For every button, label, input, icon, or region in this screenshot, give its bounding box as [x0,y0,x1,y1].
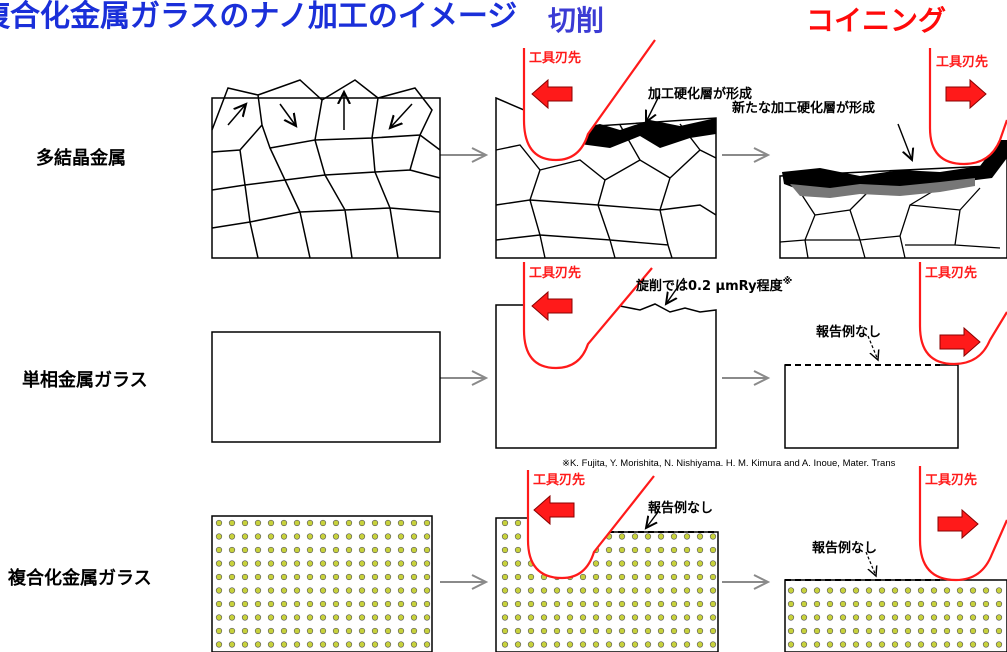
new-hardened-layer-pointer [897,123,912,160]
hardened-layer-label: 加工硬化層が形成 [647,86,752,102]
page-title: 複合化金属ガラスのナノ加工のイメージ [0,0,517,34]
no-report-pointer [646,511,659,528]
tool-tip-label: 工具刃先 [529,265,581,281]
no-report-label: 報告例なし [816,324,881,340]
composite-coining-panel [784,466,1007,652]
polycrystal-cutting-panel [495,39,717,259]
direction-arrow-right [939,326,981,358]
roughness-label: 旋削では0.2 μmRy程度※ [635,275,792,294]
no-report-pointer [867,335,878,360]
tool-tip [928,48,1007,166]
tool-tip-label: 工具刃先 [529,50,581,66]
direction-arrow-left [533,494,575,526]
progression-arrows [440,147,771,590]
tool-tip [522,262,653,370]
new-hardened-layer [782,140,1007,192]
polycrystal-coining-panel [779,48,1007,259]
progress-arrow [440,574,489,590]
progress-arrow [722,147,771,163]
column-coining-heading: コイニング [806,4,946,37]
tool-tip-label: 工具刃先 [533,472,585,488]
grain-boundaries [779,187,1001,259]
composite-cutting-panel [495,470,719,652]
progress-arrow [722,574,771,590]
hardened-layer-pointer [646,93,661,122]
grain-boundaries [211,79,441,259]
tool-tip-label: 工具刃先 [925,472,977,488]
direction-arrow-right [937,508,979,540]
tool-tip [522,39,656,162]
grain-boundaries [495,123,717,259]
polycrystal-initial-panel [211,79,441,259]
direction-arrow-right [945,78,987,110]
single-phase-coining-panel [784,262,1007,449]
single-phase-cutting-panel [495,262,717,449]
reference-footnote: ※K. Fujita, Y. Morishita, N. Nishiyama. … [562,458,896,469]
no-report-pointer [865,551,876,576]
annotations: 工具刃先 工具刃先 工具刃先 工具刃先 工具刃先 工具刃先 加工硬化層が形成 新… [529,50,988,556]
direction-arrow-left [531,78,573,110]
tool-tip [526,470,655,580]
column-cutting-heading: 切削 [548,4,604,37]
tool-tip-label: 工具刃先 [936,54,988,70]
composite-initial-panel [211,515,433,652]
no-report-label: 報告例なし [812,540,877,556]
row-label-composite: 複合化金属ガラス [7,567,152,589]
residual-layer [790,178,975,198]
row-label-single-phase: 単相金属ガラス [22,369,148,391]
progress-arrow [440,147,489,163]
roughness-text: 旋削では0.2 μmRy程度 [635,278,784,294]
roughness-pointer [666,277,685,304]
tool-tip-label: 工具刃先 [925,265,977,281]
hardened-layer [560,118,716,148]
no-report-label: 報告例なし [648,500,713,516]
direction-arrow-left [531,290,573,322]
progress-arrow [722,370,771,386]
progress-arrow [440,370,489,386]
row-label-polycrystal: 多結晶金属 [36,147,126,169]
new-hardened-layer-label: 新たな加工硬化層が形成 [732,100,875,116]
single-phase-initial-panel [211,331,441,443]
roughness-mark: ※ [783,275,793,287]
